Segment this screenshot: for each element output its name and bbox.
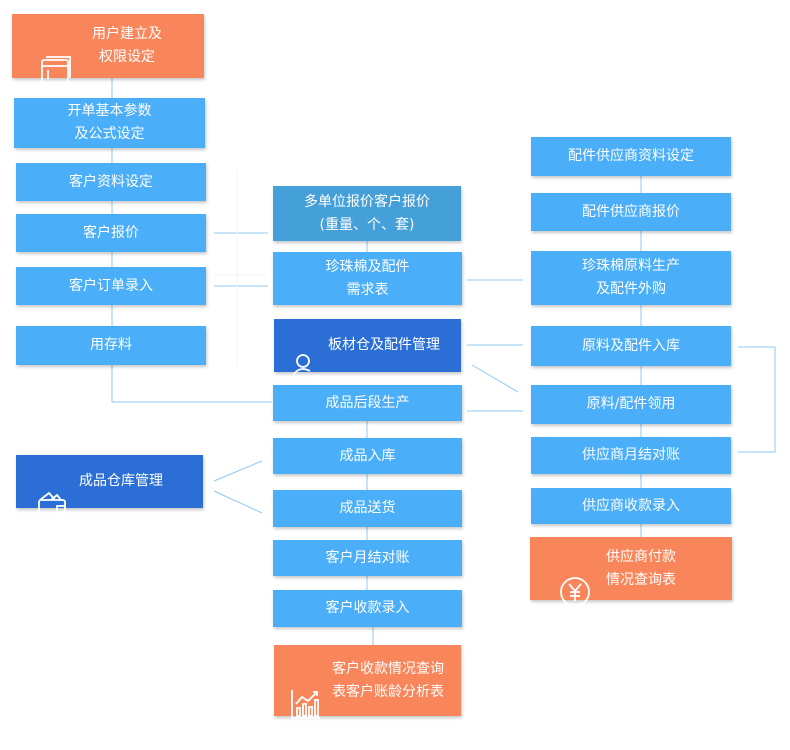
finished-in-node: 成品入库 <box>273 438 462 474</box>
supplier-info-label: 配件供应商资料设定 <box>568 148 694 164</box>
raw-in-node: 原料及配件入库 <box>531 326 731 366</box>
stock-use-label: 用存料 <box>90 337 132 353</box>
raw-production-label: 珍珠棉原料生产 及配件外购 <box>582 258 680 297</box>
board-warehouse-node: 板材仓及配件管理 <box>274 319 461 383</box>
raw-use-node: 原料/配件领用 <box>531 385 731 424</box>
params-label: 开单基本参数 及公式设定 <box>67 103 152 142</box>
supplier-quote-label: 配件供应商报价 <box>582 203 680 220</box>
customer-monthly-node: 客户月结对账 <box>273 540 462 576</box>
payment-report-label: 供应商付款 情况查询表 <box>606 548 676 588</box>
user-setup-node: 用户建立及 权限设定 <box>12 14 204 84</box>
receipt-report-label: 客户收款情况查询 表客户账龄分析表 <box>332 660 444 700</box>
supplier-monthly-node: 供应商月结对账 <box>531 437 731 474</box>
order-entry-label: 客户订单录入 <box>69 277 153 294</box>
pearl-cotton-demand-node: 珍珠棉及配件 需求表 <box>273 252 462 305</box>
multi-unit-quote-node: 多单位报价客户报价 (重量、个、套) <box>273 186 461 241</box>
user-setup-label: 用户建立及 权限设定 <box>92 26 162 65</box>
supplier-info-node: 配件供应商资料设定 <box>531 137 731 176</box>
receipt-report-node: 客户收款情况查询 表客户账龄分析表 <box>274 645 461 719</box>
yen-icon <box>559 553 591 616</box>
window-icon <box>40 30 72 93</box>
user-list-icon <box>290 329 322 392</box>
wallet-icon <box>37 467 67 528</box>
supplier-monthly-label: 供应商月结对账 <box>582 447 680 463</box>
customer-quote-node: 客户报价 <box>16 214 206 252</box>
later-production-label: 成品后段生产 <box>325 394 410 411</box>
customer-receipt-node: 客户收款录入 <box>273 590 462 627</box>
multi-unit-quote-label: 多单位报价客户报价 (重量、个、套) <box>304 193 430 233</box>
raw-use-label: 原料/配件领用 <box>586 396 676 412</box>
supplier-quote-node: 配件供应商报价 <box>531 193 731 231</box>
finished-warehouse-node: 成品仓库管理 <box>16 455 203 519</box>
customer-info-label: 客户资料设定 <box>69 173 153 190</box>
delivery-label: 成品送货 <box>339 500 396 516</box>
payment-report-node: 供应商付款 情况查询表 <box>530 537 732 607</box>
stock-use-node: 用存料 <box>16 326 206 365</box>
raw-production-node: 珍珠棉原料生产 及配件外购 <box>531 251 731 305</box>
customer-quote-label: 客户报价 <box>83 224 139 241</box>
raw-in-label: 原料及配件入库 <box>582 337 680 354</box>
delivery-node: 成品送货 <box>273 490 462 527</box>
finished-in-label: 成品入库 <box>339 447 396 464</box>
later-production-node: 成品后段生产 <box>273 385 462 421</box>
customer-info-node: 客户资料设定 <box>16 163 206 201</box>
board-warehouse-label: 板材仓及配件管理 <box>328 337 440 353</box>
customer-monthly-label: 客户月结对账 <box>325 549 410 566</box>
supplier-receipt-node: 供应商收款录入 <box>531 488 731 524</box>
finished-warehouse-label: 成品仓库管理 <box>79 473 163 489</box>
order-entry-node: 客户订单录入 <box>16 267 206 305</box>
customer-receipt-label: 客户收款录入 <box>325 600 410 616</box>
params-node: 开单基本参数 及公式设定 <box>14 98 205 148</box>
chart-icon <box>290 665 322 728</box>
supplier-receipt-label: 供应商收款录入 <box>582 497 680 514</box>
pearl-cotton-demand-label: 珍珠棉及配件 需求表 <box>325 258 410 298</box>
